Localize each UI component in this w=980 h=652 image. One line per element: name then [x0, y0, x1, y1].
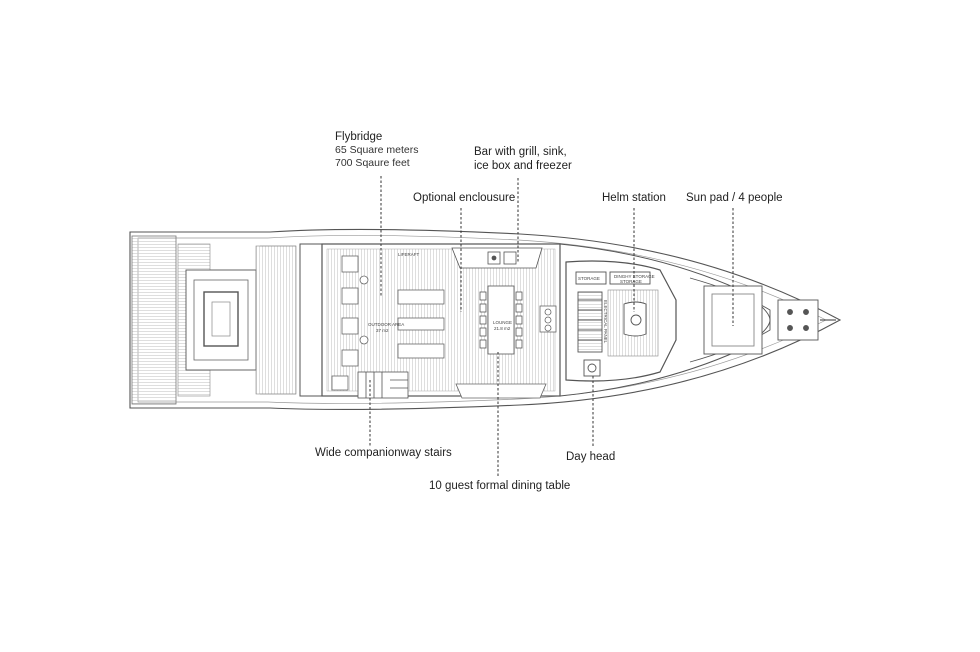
- pilot-house: [565, 260, 677, 382]
- outdoor-area-size-text: 37 m2: [376, 328, 389, 333]
- dinghy-storage-2-text: STORAGE: [620, 279, 642, 284]
- flybridge-title: Flybridge: [335, 131, 383, 143]
- dining-table: [479, 285, 523, 355]
- label-bar: Bar with grill, sink, ice box and freeze…: [474, 145, 572, 173]
- liferaft-text: LIFERAFT: [398, 252, 420, 257]
- label-dayhead: Day head: [566, 451, 616, 463]
- flybridge-area-m2: 65 Square meters: [335, 144, 419, 156]
- leader-lines: [369, 176, 734, 476]
- bar-line2: ice box and freezer: [474, 160, 572, 172]
- fore-deck: [689, 277, 836, 363]
- lounge-size-text: 21.8 m2: [494, 326, 511, 331]
- bar-counter: [451, 247, 543, 269]
- sideboard: [539, 305, 557, 333]
- electrical-panel-text: ELECTRICAL PANEL: [603, 300, 608, 344]
- lounge-text: LOUNGE: [493, 320, 512, 325]
- label-helm: Helm station: [602, 192, 666, 204]
- label-flybridge: Flybridge 65 Square meters 700 Sqaure fe…: [335, 130, 418, 170]
- side-console: [455, 383, 547, 399]
- label-dining: 10 guest formal dining table: [429, 480, 571, 492]
- outdoor-area-text: OUTDOOR AREA: [368, 322, 404, 327]
- aft-deck: [185, 245, 297, 395]
- storage-text: STORAGE: [578, 276, 600, 281]
- label-stairs: Wide companionway stairs: [315, 447, 452, 459]
- label-sunpad: Sun pad / 4 people: [686, 192, 783, 204]
- swim-platform: [131, 235, 211, 405]
- flybridge-area-ft2: 700 Sqaure feet: [335, 157, 410, 169]
- label-enclosure: Optional enclousure: [413, 192, 516, 204]
- outdoor-seating: [331, 255, 445, 391]
- companionway-stairs: [357, 371, 409, 399]
- bar-line1: Bar with grill, sink,: [474, 146, 567, 158]
